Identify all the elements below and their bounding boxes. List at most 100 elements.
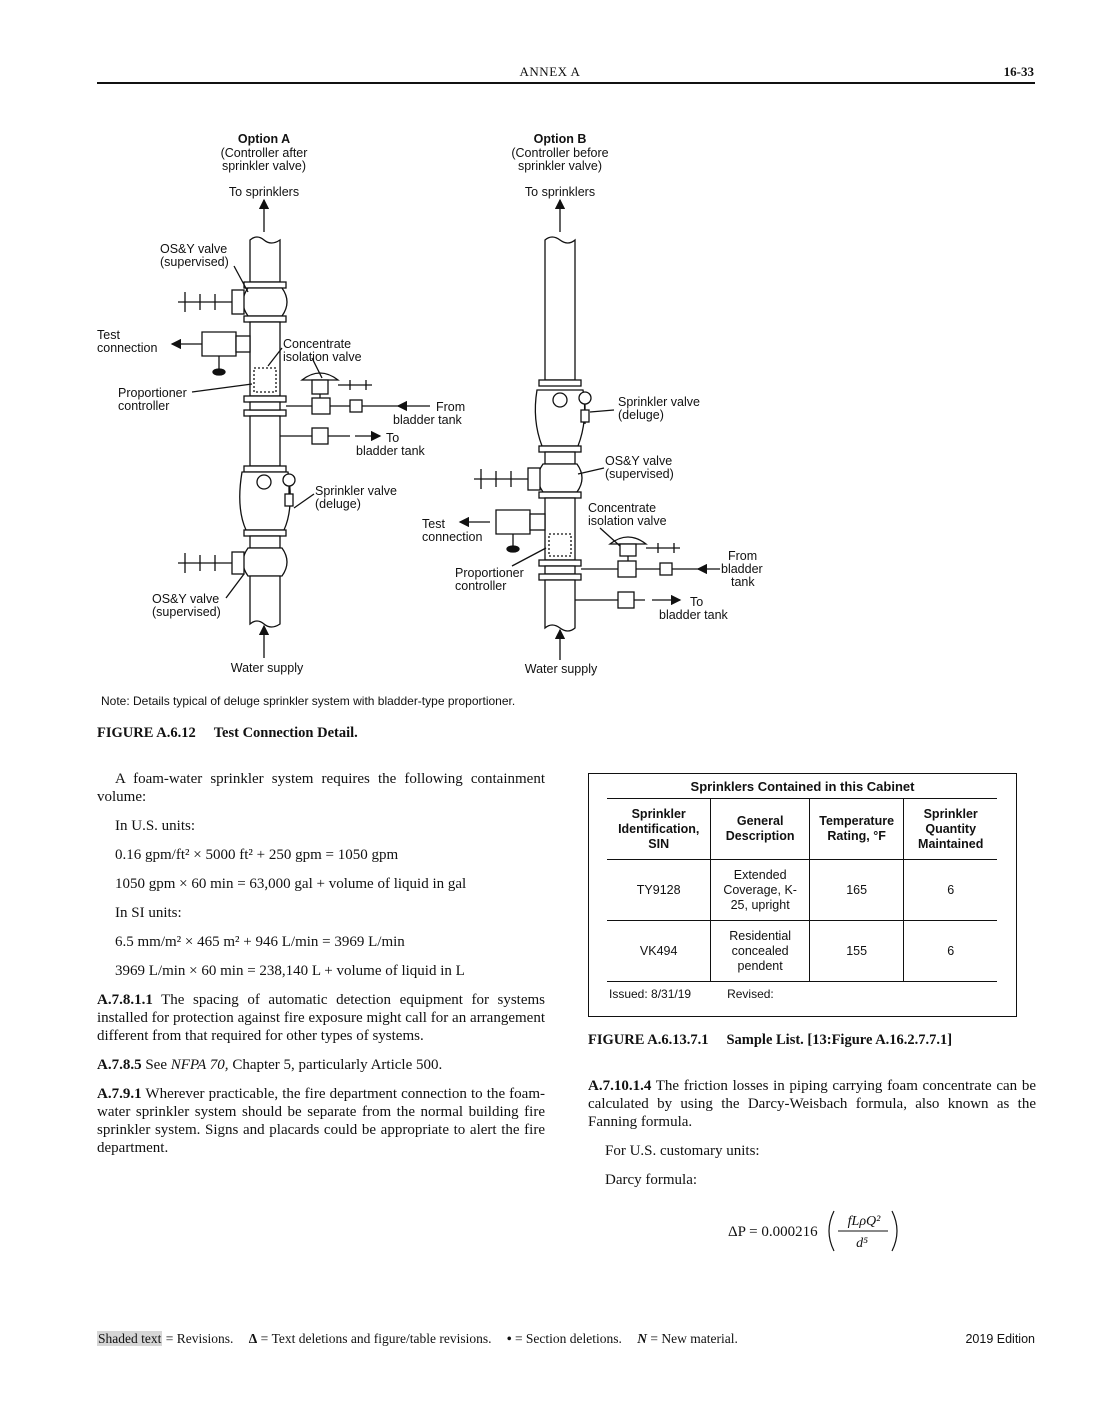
- section-a7811: A.7.8.1.1 The spacing of automatic detec…: [97, 991, 545, 1045]
- option-a-to-2: bladder tank: [356, 444, 426, 458]
- right-column: A.7.10.1.4 The friction losses in piping…: [588, 1077, 1036, 1200]
- option-b-conc-2: isolation valve: [588, 514, 667, 528]
- cell-quantity: 6: [903, 920, 997, 982]
- header-rule: [97, 82, 1035, 84]
- section-a791-text: Wherever practicable, the fire departmen…: [97, 1086, 546, 1156]
- shaded-desc: = Revisions.: [165, 1331, 234, 1346]
- option-a-to-sprinklers: To sprinklers: [229, 185, 299, 199]
- test-connection-diagram: Option A (Controller after sprinkler val…: [97, 132, 763, 676]
- option-b-spr-2: (deluge): [618, 408, 664, 422]
- darcy-label: Darcy formula:: [605, 1172, 698, 1188]
- option-a-labels: Option A (Controller after sprinkler val…: [97, 132, 465, 675]
- us-units-label: In U.S. units:: [115, 818, 196, 834]
- section-a785-number: A.7.8.5: [97, 1057, 142, 1073]
- left-paren: [828, 1210, 835, 1252]
- option-b-water-supply: Water supply: [525, 662, 598, 676]
- formula-denominator: d⁵: [856, 1236, 868, 1251]
- option-a-osy-top-1: OS&Y valve: [160, 242, 227, 256]
- option-b-to-sprinklers: To sprinklers: [525, 185, 595, 199]
- equation-2: 1050 gpm × 60 min = 63,000 gal + volume …: [115, 876, 467, 892]
- option-a-title: Option A: [238, 132, 290, 146]
- section-a785-post: Chapter 5, particularly Article 500.: [232, 1057, 443, 1073]
- option-b-subtitle-2: sprinkler valve): [518, 159, 602, 173]
- new-material-desc: = New material.: [650, 1331, 738, 1346]
- option-a-osy-bottom-1: OS&Y valve: [152, 592, 219, 606]
- cell-description: Residential concealed pendent: [710, 920, 810, 982]
- option-a-water-supply: Water supply: [231, 661, 304, 675]
- header-temperature: Temperature Rating, °F: [808, 798, 904, 860]
- option-a-conc-1: Concentrate: [283, 337, 351, 351]
- cell-sin: TY9128: [636, 882, 681, 897]
- option-b-osy-2: (supervised): [605, 467, 674, 481]
- option-a-subtitle-2: sprinkler valve): [222, 159, 306, 173]
- option-a-prop-2: controller: [118, 399, 169, 413]
- cell-description: Extended Coverage, K-25, upright: [710, 859, 810, 921]
- figure-a6-12-caption: FIGURE A.6.12 Test Connection Detail.: [97, 725, 358, 742]
- cabinet-table-title: Sprinklers Contained in this Cabinet: [690, 779, 915, 794]
- figure-a6-12-title: Test Connection Detail.: [213, 725, 358, 741]
- section-a7811-number: A.7.8.1.1: [97, 992, 153, 1008]
- option-b-to-2: bladder tank: [659, 608, 729, 622]
- sprinkler-cabinet-list: Sprinklers Contained in this Cabinet Spr…: [588, 773, 1017, 1017]
- right-paren: [891, 1210, 898, 1252]
- option-a-conc-2: isolation valve: [283, 350, 362, 364]
- option-a-spr-2: (deluge): [315, 497, 361, 511]
- section-a71014: A.7.10.1.4 The friction losses in piping…: [588, 1077, 1036, 1131]
- option-b-title: Option B: [534, 132, 587, 146]
- cell-quantity: 6: [903, 859, 997, 921]
- equation-1: 0.16 gpm/ft² × 5000 ft² + 250 gpm = 1050…: [115, 847, 399, 863]
- section-a71014-number: A.7.10.1.4: [588, 1078, 652, 1094]
- nfpa70-reference: NFPA 70,: [170, 1057, 229, 1073]
- option-b-from-2: bladder: [721, 562, 763, 576]
- option-a-to-1: To: [386, 431, 399, 445]
- figure-a6-13-title: Sample List. [13:Figure A.16.2.7.7.1]: [726, 1032, 953, 1048]
- formula-numerator: fLρQ²: [848, 1214, 882, 1229]
- revised-label: Revised:: [727, 987, 774, 1001]
- table-row: VK494 Residential concealed pendent 155 …: [607, 920, 997, 982]
- option-b-to-1: To: [690, 595, 703, 609]
- option-b-test-2: connection: [422, 530, 483, 544]
- option-a-subtitle-1: (Controller after: [221, 146, 308, 160]
- figure-a6-13-number: FIGURE A.6.13.7.1: [588, 1032, 709, 1048]
- option-a-from-2: bladder tank: [393, 413, 463, 427]
- option-a-prop-1: Proportioner: [118, 386, 187, 400]
- figure-a6-12-number: FIGURE A.6.12: [97, 725, 196, 741]
- cabinet-table: Sprinkler Identification, SIN General De…: [607, 798, 997, 982]
- section-a791: A.7.9.1 Wherever practicable, the fire d…: [97, 1085, 545, 1157]
- section-a785-pre: See: [145, 1057, 168, 1073]
- delta-desc: = Text deletions and figure/table revisi…: [260, 1331, 492, 1346]
- option-b-osy-1: OS&Y valve: [605, 454, 672, 468]
- section-a791-number: A.7.9.1: [97, 1086, 142, 1102]
- header-sin: Sprinkler Identification, SIN: [618, 806, 700, 851]
- bullet-desc: = Section deletions.: [514, 1331, 622, 1346]
- section-a7811-text: The spacing of automatic detection equip…: [97, 992, 545, 1044]
- option-b-spr-1: Sprinkler valve: [618, 395, 700, 409]
- option-b-test-1: Test: [422, 517, 445, 531]
- cell-temperature: 165: [808, 859, 904, 921]
- option-b-prop-1: Proportioner: [455, 566, 524, 580]
- option-a-from-1: From: [436, 400, 465, 414]
- figure-note: Note: Details typical of deluge sprinkle…: [101, 694, 516, 708]
- delta-icon: Δ: [248, 1331, 258, 1346]
- option-b-from-3: tank: [731, 575, 755, 589]
- issued-date: Issued: 8/31/19: [609, 987, 692, 1001]
- option-a-osy-top-2: (supervised): [160, 255, 229, 269]
- cabinet-footer: Issued: 8/31/19 Revised:: [609, 987, 774, 1001]
- option-a-osy-bottom-2: (supervised): [152, 605, 221, 619]
- containment-intro: A foam-water sprinkler system requires t…: [97, 771, 545, 805]
- option-a-test-2: connection: [97, 341, 158, 355]
- bullet-icon: •: [506, 1331, 512, 1346]
- cell-sin: VK494: [639, 943, 678, 958]
- option-b-labels: Option B (Controller before sprinkler va…: [422, 132, 763, 676]
- darcy-formula: ΔP = 0.000216 fLρQ² d⁵: [728, 1205, 908, 1262]
- option-b-subtitle-1: (Controller before: [511, 146, 608, 160]
- left-column: A foam-water sprinkler system requires t…: [97, 770, 545, 1168]
- cell-temperature: 155: [808, 920, 904, 982]
- legend-footer: Shaded text = Revisions. Δ = Text deleti…: [97, 1331, 738, 1347]
- us-customary-label: For U.S. customary units:: [605, 1143, 760, 1159]
- option-b-prop-2: controller: [455, 579, 506, 593]
- running-header-title: ANNEX A: [519, 64, 581, 79]
- option-a-spr-1: Sprinkler valve: [315, 484, 397, 498]
- cabinet-table-header-row: Sprinkler Identification, SIN General De…: [607, 798, 997, 860]
- header-description: General Description: [710, 798, 810, 860]
